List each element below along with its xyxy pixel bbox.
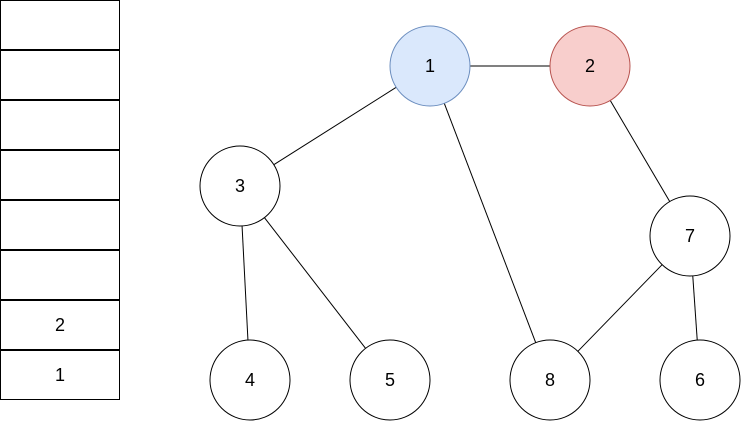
node-label: 5 xyxy=(385,370,395,390)
node-1: 1 xyxy=(389,25,471,107)
node-label: 6 xyxy=(695,370,705,390)
stack-cell xyxy=(0,250,120,300)
node-label: 7 xyxy=(685,226,695,246)
node-8: 8 xyxy=(509,339,591,421)
node-circle xyxy=(209,339,291,421)
stack-cell: 1 xyxy=(0,350,120,400)
node-3: 3 xyxy=(199,145,281,227)
edge-1-3 xyxy=(273,86,397,166)
stack-cell xyxy=(0,50,120,100)
node-label: 1 xyxy=(425,56,435,76)
stack-cell: 2 xyxy=(0,300,120,350)
node-label: 2 xyxy=(585,56,595,76)
stack-cell xyxy=(0,0,120,50)
stack-cell xyxy=(0,200,120,250)
edge-1-8 xyxy=(443,103,537,343)
graph-edges xyxy=(241,65,698,352)
edge-7-8 xyxy=(577,264,663,352)
edge-2-7 xyxy=(609,100,671,202)
node-label: 3 xyxy=(235,176,245,196)
node-2: 2 xyxy=(549,25,631,107)
stack-cell xyxy=(0,100,120,150)
node-circle xyxy=(549,25,631,107)
node-circle xyxy=(349,339,431,421)
edge-7-6 xyxy=(692,275,698,341)
stack: 2 1 xyxy=(0,0,121,401)
stack-cell xyxy=(0,150,120,200)
node-7: 7 xyxy=(649,195,731,277)
node-4: 4 xyxy=(209,339,291,421)
node-circle xyxy=(199,145,281,227)
edge-3-5 xyxy=(264,217,366,349)
node-circle xyxy=(389,25,471,107)
edge-3-4 xyxy=(241,225,249,341)
node-circle xyxy=(659,339,741,421)
node-label: 8 xyxy=(545,370,555,390)
node-label: 4 xyxy=(245,370,255,390)
node-6: 6 xyxy=(659,339,741,421)
graph-nodes: 1 2 3 4 5 6 7 8 xyxy=(199,25,741,421)
node-circle xyxy=(509,339,591,421)
node-5: 5 xyxy=(349,339,431,421)
node-circle xyxy=(649,195,731,277)
